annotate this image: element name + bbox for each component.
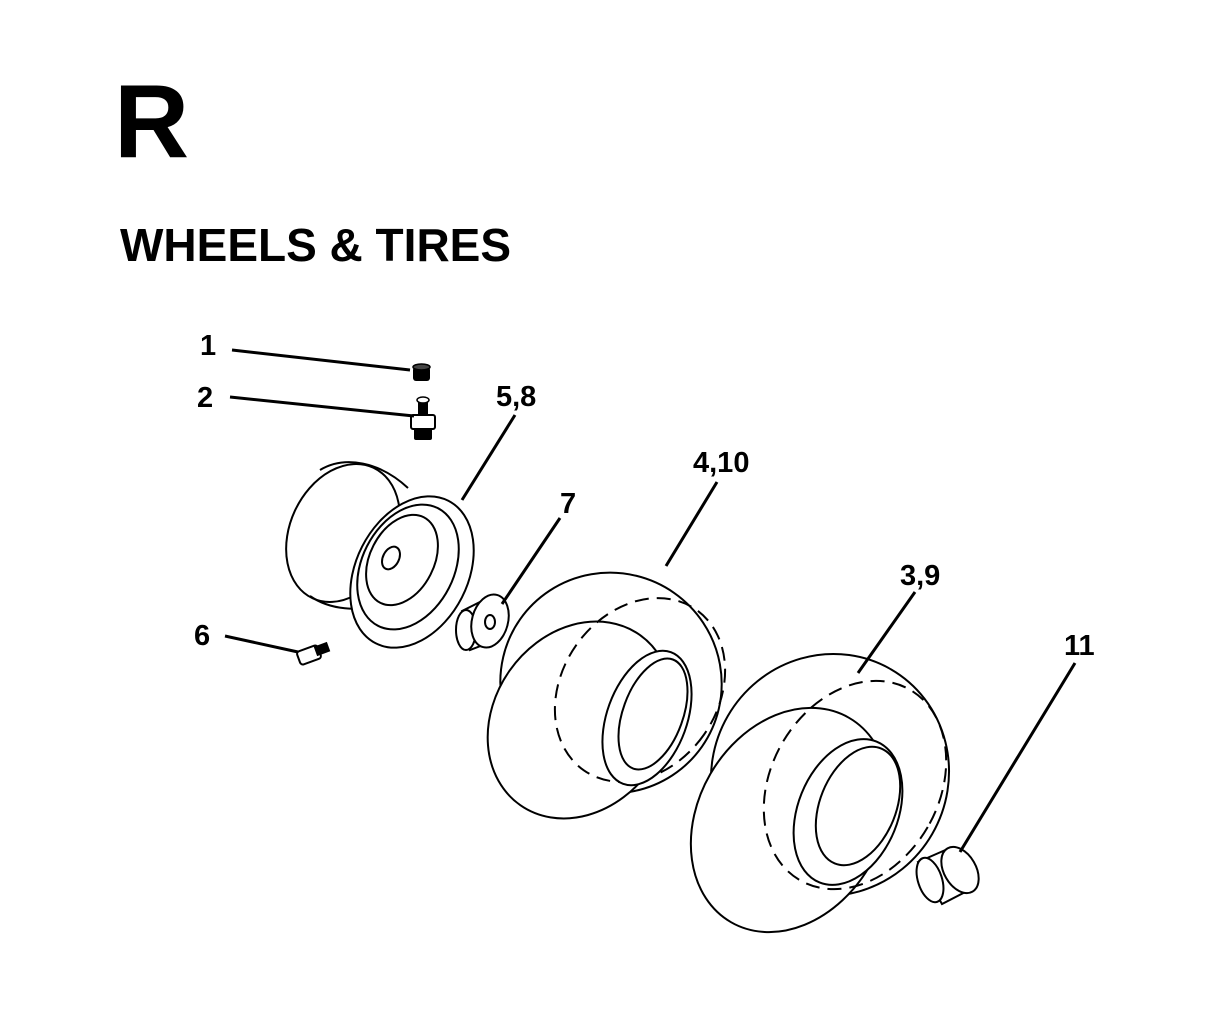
rear-tire — [689, 652, 951, 934]
leader-line-11 — [958, 662, 1077, 853]
callout-2: 2 — [197, 382, 213, 414]
front-tire — [486, 571, 727, 820]
section-title: WHEELS & TIRES — [120, 219, 512, 271]
leader-line-5-8 — [460, 414, 517, 501]
valve-stem — [410, 396, 436, 440]
leader-line-3-9 — [856, 591, 917, 674]
callout-7: 7 — [560, 488, 576, 520]
hub-cap — [915, 845, 980, 906]
wheel-rim — [285, 461, 475, 649]
leader-line-7 — [500, 517, 562, 605]
section-letter: R — [114, 64, 190, 180]
flange-bushing — [455, 593, 510, 652]
wheel-bolt — [296, 641, 331, 666]
leader-line-1 — [231, 348, 411, 372]
callout-3-9: 3,9 — [900, 560, 940, 592]
leader-line-4-10 — [664, 481, 719, 567]
leader-line-6 — [224, 634, 299, 654]
callout-5-8: 5,8 — [496, 381, 536, 413]
callout-1: 1 — [200, 330, 216, 362]
valve-cap — [412, 363, 431, 381]
leader-line-2 — [229, 395, 415, 418]
callout-4-10: 4,10 — [693, 447, 749, 479]
callout-6: 6 — [194, 620, 210, 652]
callout-11: 11 — [1064, 630, 1095, 662]
